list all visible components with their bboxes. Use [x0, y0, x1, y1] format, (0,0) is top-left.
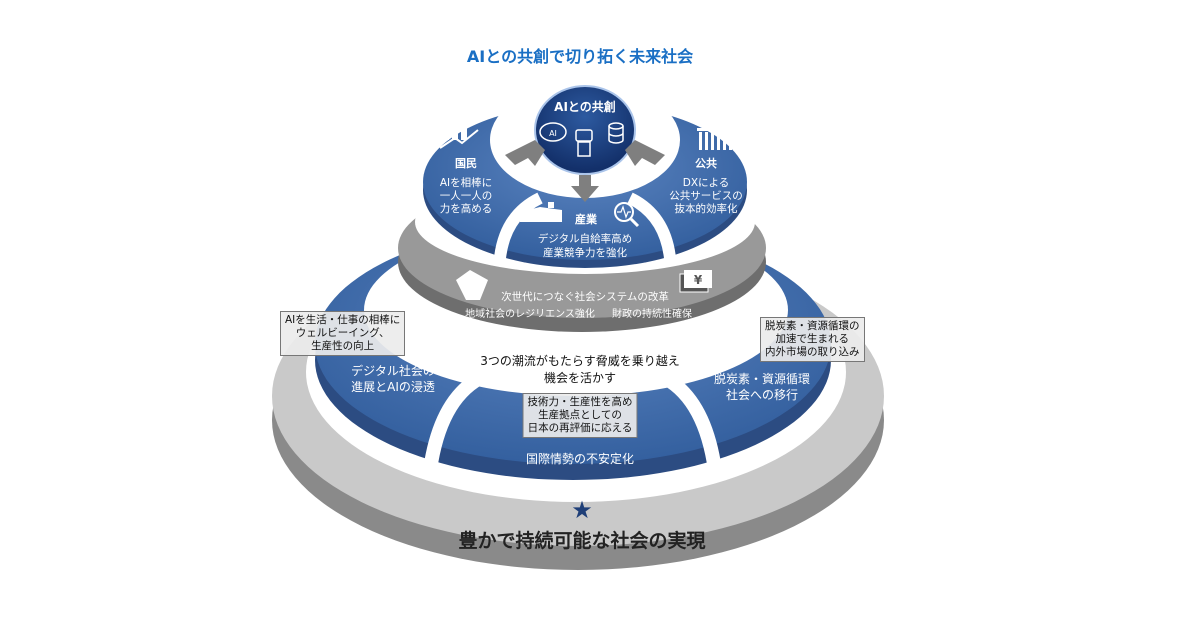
trend-decarbonization: 脱炭素・資源循環	[714, 371, 810, 386]
diagram-title: AIとの共創で切り拓く未来社会	[467, 47, 693, 66]
handshake-icon	[456, 270, 488, 300]
analysis-magnifier-icon	[614, 202, 640, 228]
note-line: 生産性の向上	[311, 340, 375, 352]
public-label: 公共	[695, 156, 717, 170]
ai-badge: AI	[549, 129, 557, 138]
ring-center-text: 3つの潮流がもたらす脅威を乗り越え	[480, 353, 679, 368]
public-text: 公共サービスの	[669, 190, 743, 202]
trend-digital: 進展とAIの浸透	[351, 380, 435, 394]
industry-text: 産業競争力を強化	[543, 246, 627, 259]
citizens-text: 一人一人の	[440, 190, 493, 202]
note-line: 技術力・生産性を高め	[527, 396, 633, 408]
ring-center-text: 機会を活かす	[544, 370, 616, 385]
reform-title: 次世代につなぐ社会システムの改革	[501, 290, 669, 303]
government-building-icon	[697, 112, 737, 150]
fiscal-sustainability: 財政の持続性確保	[612, 307, 692, 320]
center-label: AIとの共創	[554, 99, 616, 114]
arrow-right-icon	[625, 140, 665, 166]
people-growth-icon	[439, 121, 479, 149]
note-line: 加速で生まれる	[775, 333, 850, 345]
note-line: 生産拠点としての	[538, 409, 622, 421]
note-line: 日本の再評価に応える	[527, 422, 633, 434]
database-icon	[608, 122, 624, 144]
arrow-left-icon	[505, 140, 545, 166]
note-line: ウェルビーイング、	[295, 327, 390, 339]
trend-digital: デジタル社会の	[351, 363, 435, 378]
public-text: 抜本的効率化	[675, 202, 738, 215]
note-line: 脱炭素・資源循環の	[765, 320, 860, 332]
citizens-label: 国民	[455, 157, 477, 170]
factory-icon	[520, 202, 562, 222]
robot-icon	[575, 129, 593, 157]
citizens-text: 力を高める	[440, 202, 493, 215]
citizens-text: AIを相棒に	[440, 176, 492, 189]
ai-brain-icon: AI	[539, 122, 567, 142]
regional-resilience: 地域社会のレジリエンス強化	[465, 307, 595, 320]
industry-label: 産業	[575, 212, 598, 226]
note-digital: AIを生活・仕事の相棒に ウェルビーイング、 生産性の向上	[280, 311, 406, 356]
trend-geopolitics: 国際情勢の不安定化	[526, 451, 634, 466]
arrow-down-icon	[571, 175, 599, 202]
note-decarbonization: 脱炭素・資源循環の 加速で生まれる 内外市場の取り込み	[760, 317, 865, 362]
yen-bills-icon: ¥	[679, 270, 712, 293]
goal-text: 豊かで持続可能な社会の実現	[458, 529, 705, 552]
note-geopolitics: 技術力・生産性を高め 生産拠点としての 日本の再評価に応える	[522, 393, 638, 438]
note-line: AIを生活・仕事の相棒に	[285, 314, 401, 326]
industry-text: デジタル自給率高め	[538, 232, 632, 245]
trend-decarbonization: 社会への移行	[726, 387, 798, 402]
star-icon: ★	[571, 496, 593, 524]
yen-symbol: ¥	[694, 273, 703, 287]
public-text: DXによる	[683, 177, 729, 189]
note-line: 内外市場の取り込み	[765, 346, 860, 358]
